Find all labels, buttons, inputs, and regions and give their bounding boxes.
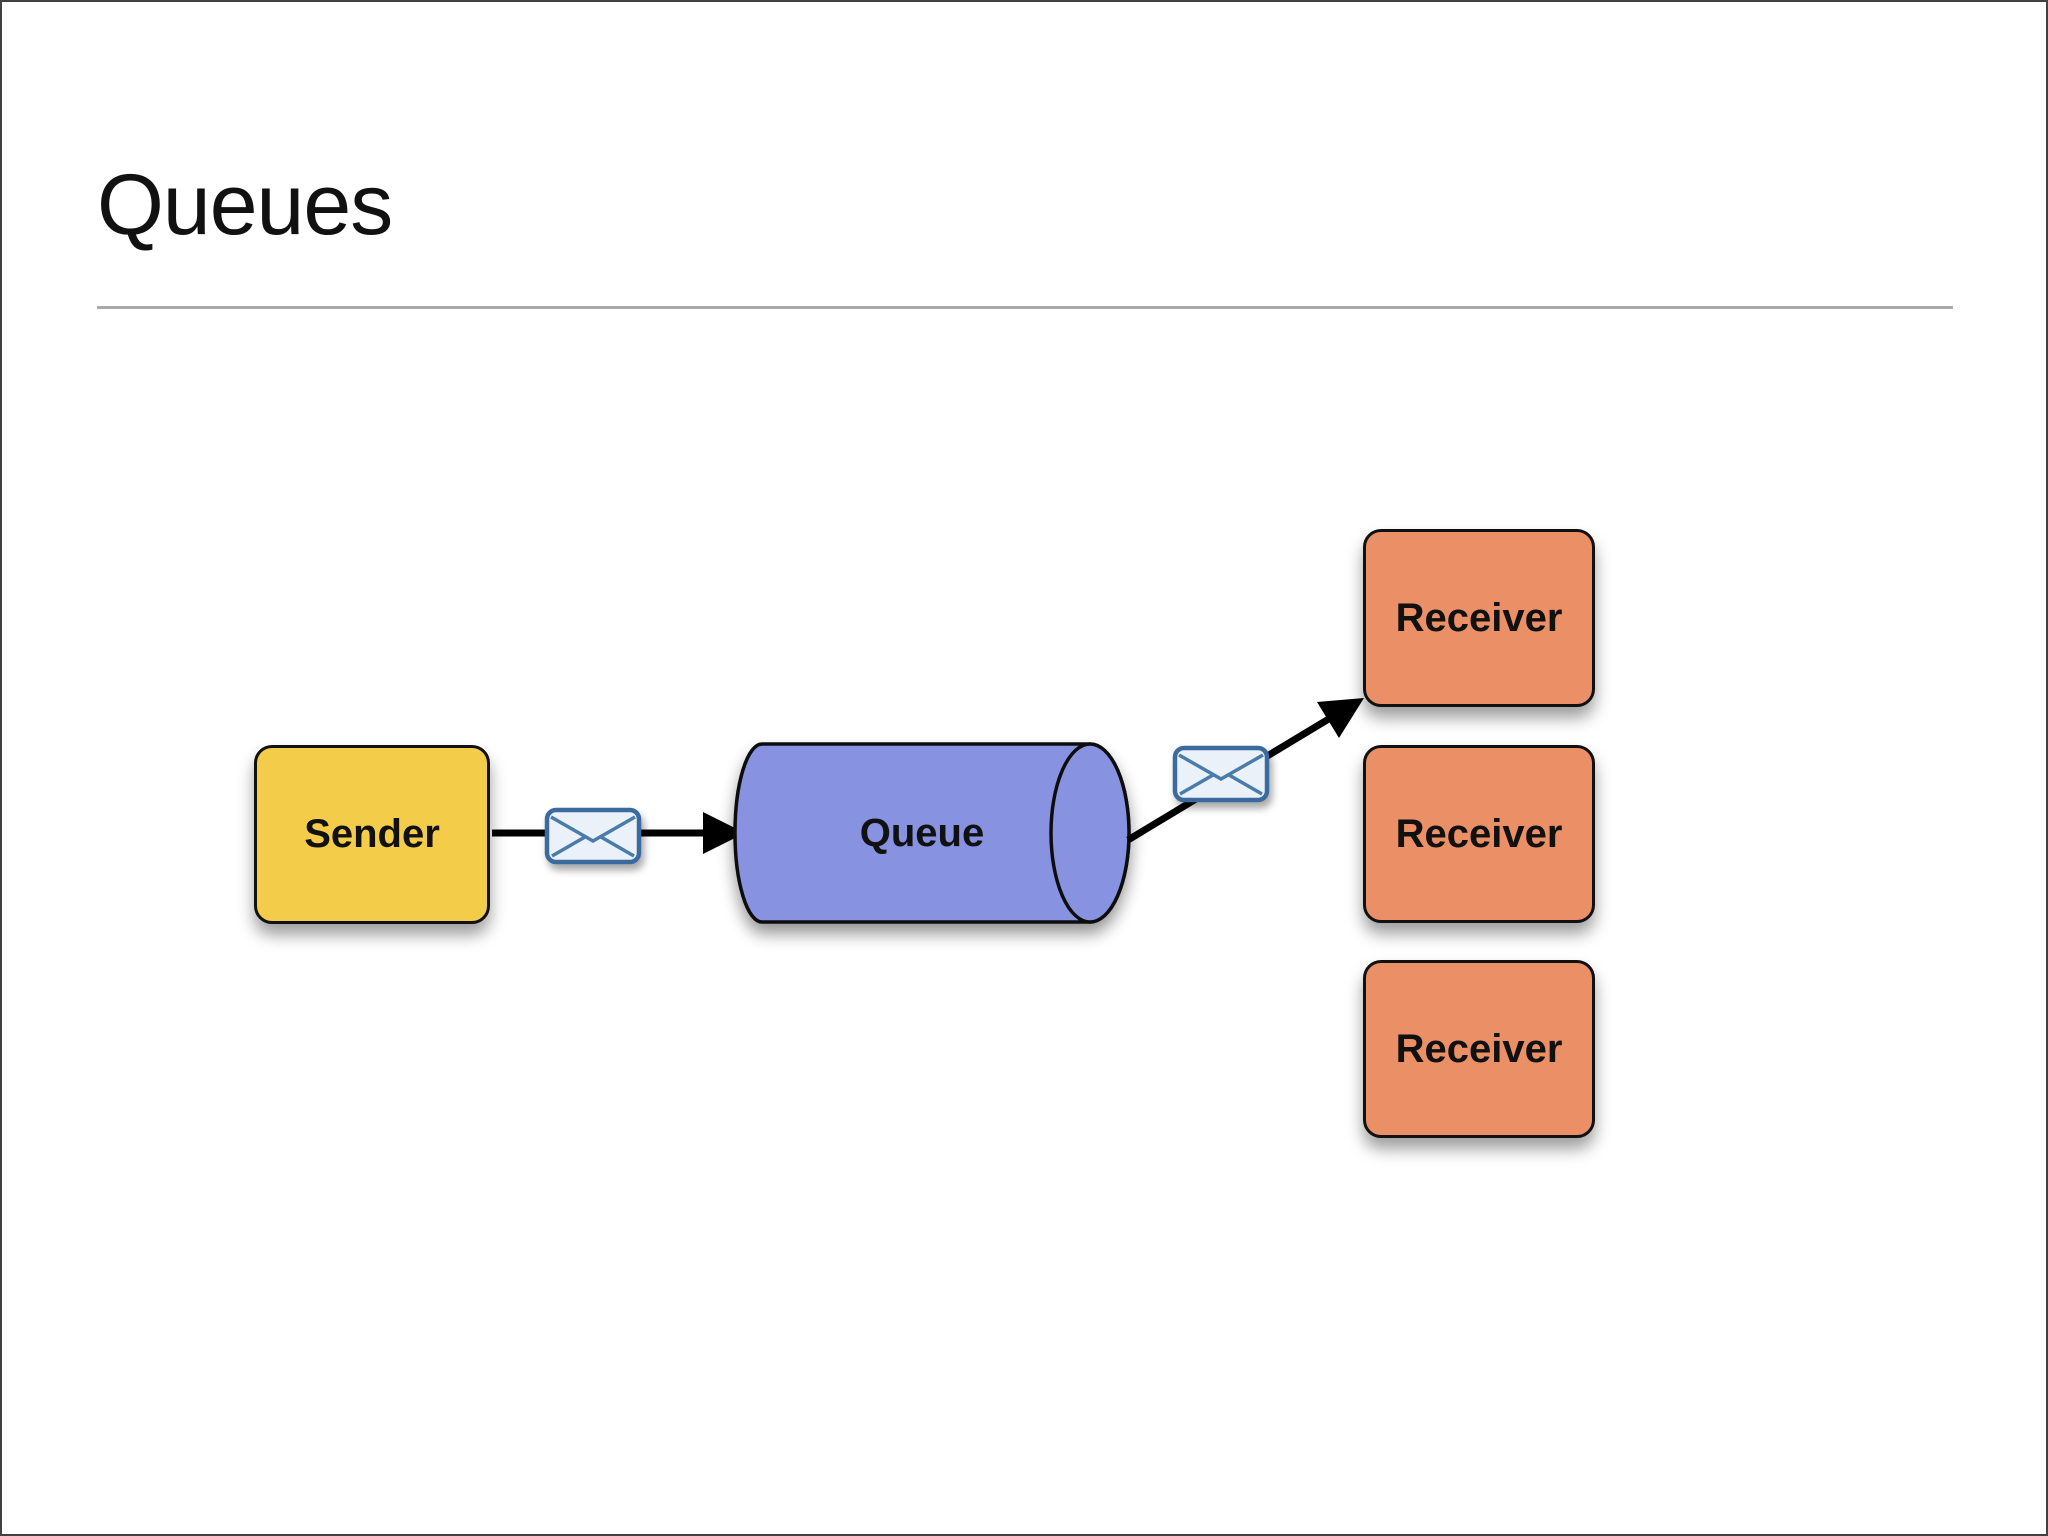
receiver-label: Receiver [1395,1026,1563,1071]
queue-cylinder [733,742,1131,924]
sender-box: Sender [254,745,490,924]
message-envelope-icon [544,807,642,865]
message-envelope-icon [1172,745,1270,803]
page-title: Queues [97,157,393,253]
title-divider [97,306,1953,309]
receiver-label: Receiver [1395,811,1563,856]
sender-label: Sender [304,812,440,856]
receiver-box: Receiver [1363,745,1595,923]
queue-label: Queue [859,811,985,855]
receiver-box: Receiver [1363,529,1595,707]
receiver-label: Receiver [1395,595,1563,640]
receiver-box: Receiver [1363,960,1595,1138]
